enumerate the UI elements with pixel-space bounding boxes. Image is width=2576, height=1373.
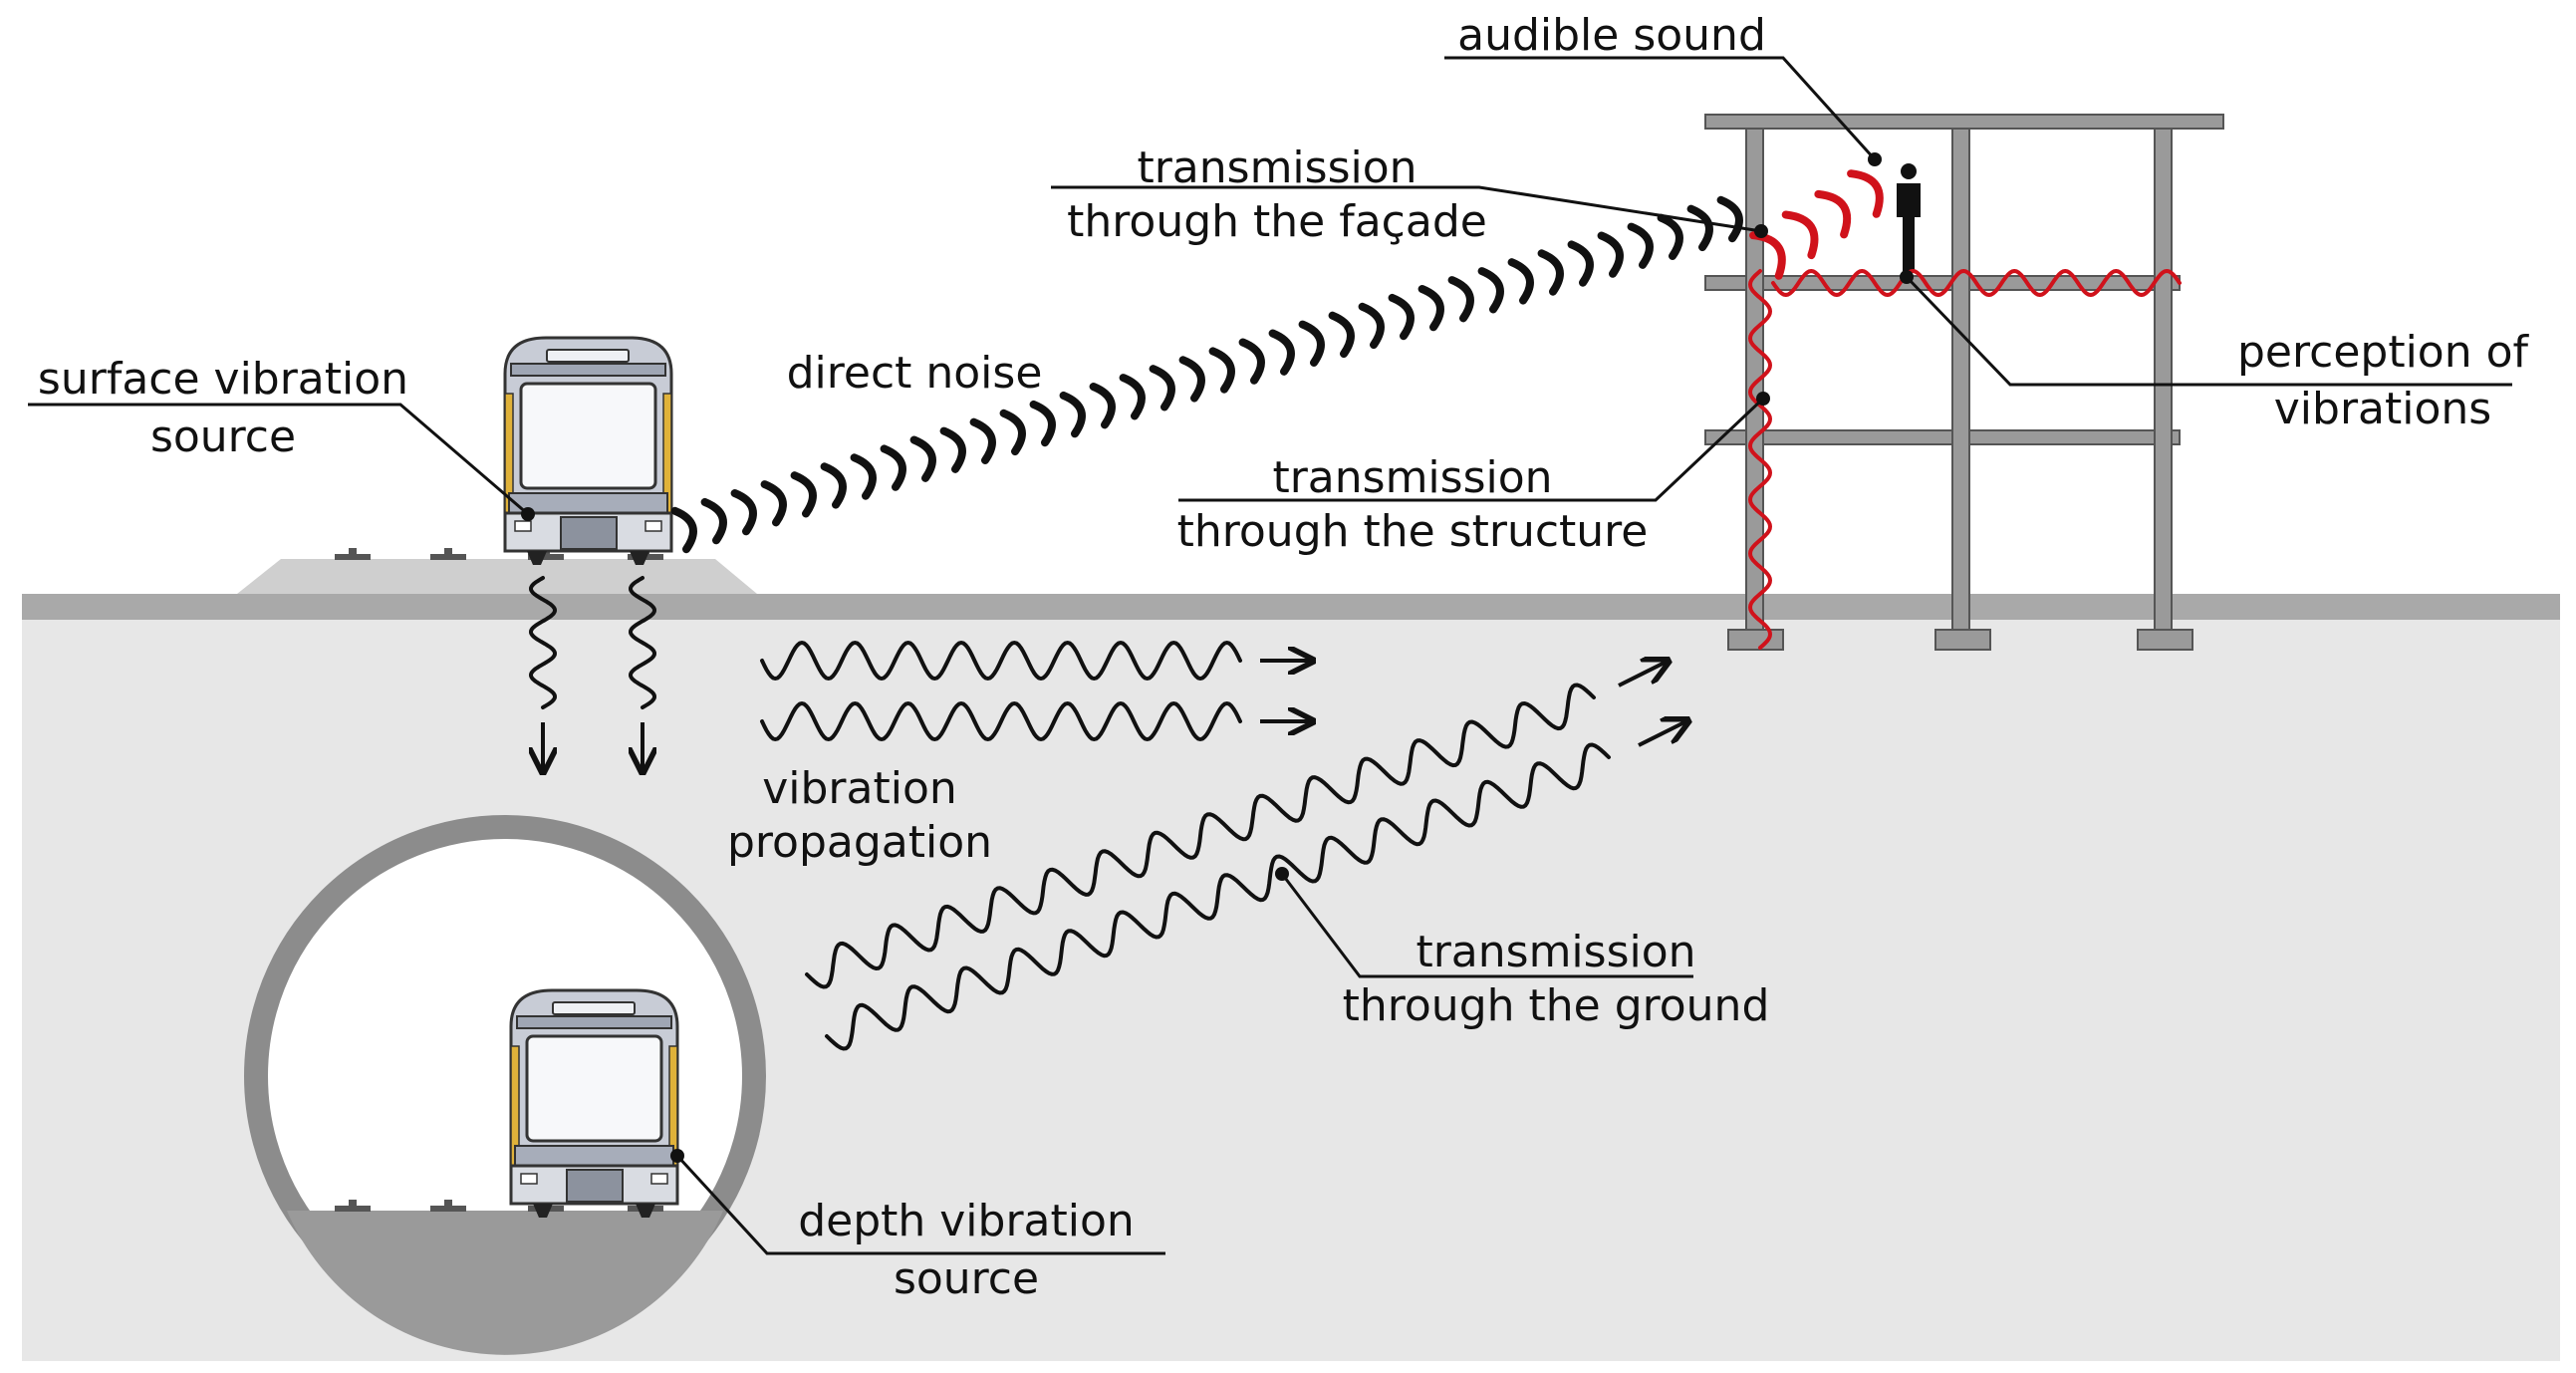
wave-down-left xyxy=(529,576,557,709)
wave-structure-vertical xyxy=(1748,269,1772,650)
leader-audible-sound xyxy=(1444,56,1877,161)
label-audible-sound: audible sound xyxy=(1457,10,1766,61)
building-column-3 xyxy=(2154,128,2173,633)
surface-train xyxy=(503,336,673,567)
label-propagation-line2: propagation xyxy=(727,817,992,868)
wave-down-right xyxy=(629,576,656,709)
label-ground-line1: transmission xyxy=(1416,927,1695,977)
wave-layer xyxy=(529,169,2182,1051)
wave-audible-sound xyxy=(1749,169,1884,280)
label-propagation-line1: vibration xyxy=(762,763,957,814)
label-structure-line1: transmission xyxy=(1272,452,1552,503)
label-ground-line2: through the ground xyxy=(1343,980,1770,1031)
label-surface-line2: source xyxy=(150,412,296,462)
depth-train xyxy=(509,988,679,1220)
wave-floor-horizontal xyxy=(1771,269,2182,297)
labels: audible sound transmission through the f… xyxy=(38,10,2530,1304)
building-footing-1 xyxy=(1727,629,1784,651)
label-depth-line2: source xyxy=(894,1253,1039,1304)
label-facade-line2: through the façade xyxy=(1067,196,1487,247)
label-direct-noise: direct noise xyxy=(787,348,1043,399)
leader-depth-source xyxy=(675,1154,1165,1255)
label-perception-line1: perception of xyxy=(2237,327,2530,378)
label-facade-line1: transmission xyxy=(1137,142,1417,193)
arrow-layer xyxy=(543,661,1688,772)
label-surface-line1: surface vibration xyxy=(38,354,408,405)
building xyxy=(1704,114,2224,651)
wave-ground-lower xyxy=(825,742,1611,1051)
ground-surface xyxy=(22,594,2560,620)
leader-surface-source xyxy=(28,403,529,516)
building-column-2 xyxy=(1951,128,1970,633)
wave-horizontal-lower xyxy=(760,701,1242,741)
wave-horizontal-upper xyxy=(760,641,1242,681)
label-perception-line2: vibrations xyxy=(2274,384,2491,434)
wave-ground-upper xyxy=(805,683,1596,989)
leader-perception xyxy=(1905,275,2512,387)
leader-structure xyxy=(1178,397,1765,502)
building-roof xyxy=(1704,114,2224,130)
person-icon xyxy=(1897,163,1921,271)
leader-lines xyxy=(28,56,2512,1255)
building-footing-2 xyxy=(1934,629,1991,651)
leader-dots xyxy=(521,152,1914,1163)
diag-arrow-lower xyxy=(1638,720,1688,747)
label-structure-line2: through the structure xyxy=(1177,506,1649,557)
building-floor-1 xyxy=(1704,429,2181,445)
track-ballast xyxy=(237,559,757,594)
building-footing-3 xyxy=(2137,629,2193,651)
leader-facade xyxy=(1051,185,1762,233)
label-depth-line1: depth vibration xyxy=(798,1196,1135,1246)
diag-arrow-upper xyxy=(1618,661,1669,687)
tunnel xyxy=(244,815,766,1355)
leader-ground xyxy=(1280,873,1693,978)
wave-direct-noise xyxy=(670,195,1743,554)
